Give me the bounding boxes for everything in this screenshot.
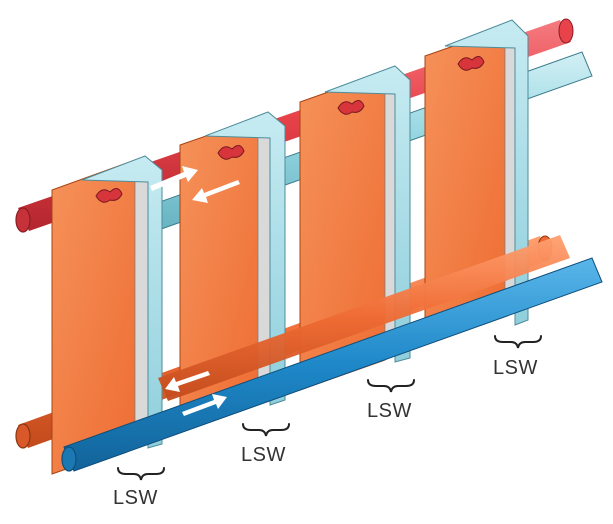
hot-outlet-front-stub [158,235,570,401]
lsw-label-1: LSW [113,487,158,509]
brace-icon [242,423,290,437]
lsw-label-3: LSW [367,400,412,422]
flow-arrow-icon [165,371,210,392]
lsw-label-2: LSW [241,444,286,466]
brace-icon [117,467,165,481]
lsw-label-4: LSW [493,357,538,379]
gasket-knots [95,56,485,203]
flow-arrow-icon [182,394,227,416]
brace-icon [494,335,542,349]
brace-icon [367,379,415,393]
cold-inlet-pipe [61,257,603,472]
flow-arrow-icon [192,180,240,203]
flow-arrow-icon [150,166,198,191]
